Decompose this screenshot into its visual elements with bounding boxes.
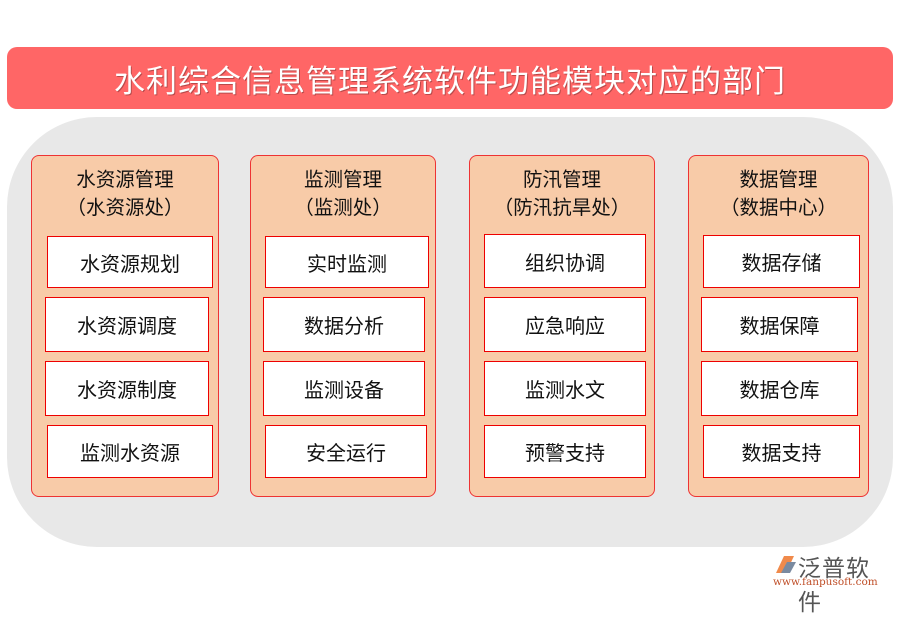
module-column-flood-control: 防汛管理 （防汛抗旱处） 组织协调 应急响应 监测水文 预警支持 — [469, 155, 655, 497]
fanpu-logo: 泛普软件 www.fanpusoft.com — [772, 551, 892, 616]
column-header: 防汛管理 （防汛抗旱处） — [470, 166, 654, 222]
function-item: 数据分析 — [263, 297, 425, 352]
logo-url: www.fanpusoft.com — [773, 576, 878, 588]
department-name: （水资源处） — [66, 196, 184, 219]
column-header: 水资源管理 （水资源处） — [32, 166, 218, 222]
function-item: 安全运行 — [265, 425, 427, 478]
function-item: 水资源规划 — [47, 236, 213, 288]
logo-mark-icon — [776, 556, 796, 573]
module-name: 数据管理 — [739, 168, 818, 191]
module-column-monitoring: 监测管理 （监测处） 实时监测 数据分析 监测设备 安全运行 — [250, 155, 436, 497]
column-header: 监测管理 （监测处） — [251, 166, 435, 222]
module-name: 防汛管理 — [522, 168, 601, 191]
title-banner: 水利综合信息管理系统软件功能模块对应的部门 — [7, 47, 893, 109]
function-item: 监测水文 — [484, 361, 646, 416]
module-name: 水资源管理 — [76, 168, 174, 191]
function-item: 预警支持 — [484, 425, 646, 478]
department-name: （监测处） — [294, 196, 392, 219]
function-item: 水资源制度 — [45, 361, 209, 416]
function-item: 数据仓库 — [701, 361, 858, 416]
column-header: 数据管理 （数据中心） — [689, 166, 868, 222]
function-item: 数据存储 — [703, 235, 860, 288]
function-item: 数据支持 — [703, 425, 860, 478]
function-item: 数据保障 — [701, 297, 858, 352]
department-name: （防汛抗旱处） — [493, 196, 631, 219]
function-item: 组织协调 — [484, 234, 646, 288]
module-name: 监测管理 — [303, 168, 382, 191]
function-item: 应急响应 — [484, 297, 646, 352]
function-item: 水资源调度 — [45, 297, 209, 352]
module-column-water-resources: 水资源管理 （水资源处） 水资源规划 水资源调度 水资源制度 监测水资源 — [31, 155, 219, 497]
diagram-title: 水利综合信息管理系统软件功能模块对应的部门 — [114, 63, 786, 100]
function-item: 监测设备 — [263, 361, 425, 416]
function-item: 监测水资源 — [47, 425, 213, 478]
function-item: 实时监测 — [265, 236, 429, 288]
module-column-data-management: 数据管理 （数据中心） 数据存储 数据保障 数据仓库 数据支持 — [688, 155, 869, 497]
department-name: （数据中心） — [719, 196, 837, 219]
